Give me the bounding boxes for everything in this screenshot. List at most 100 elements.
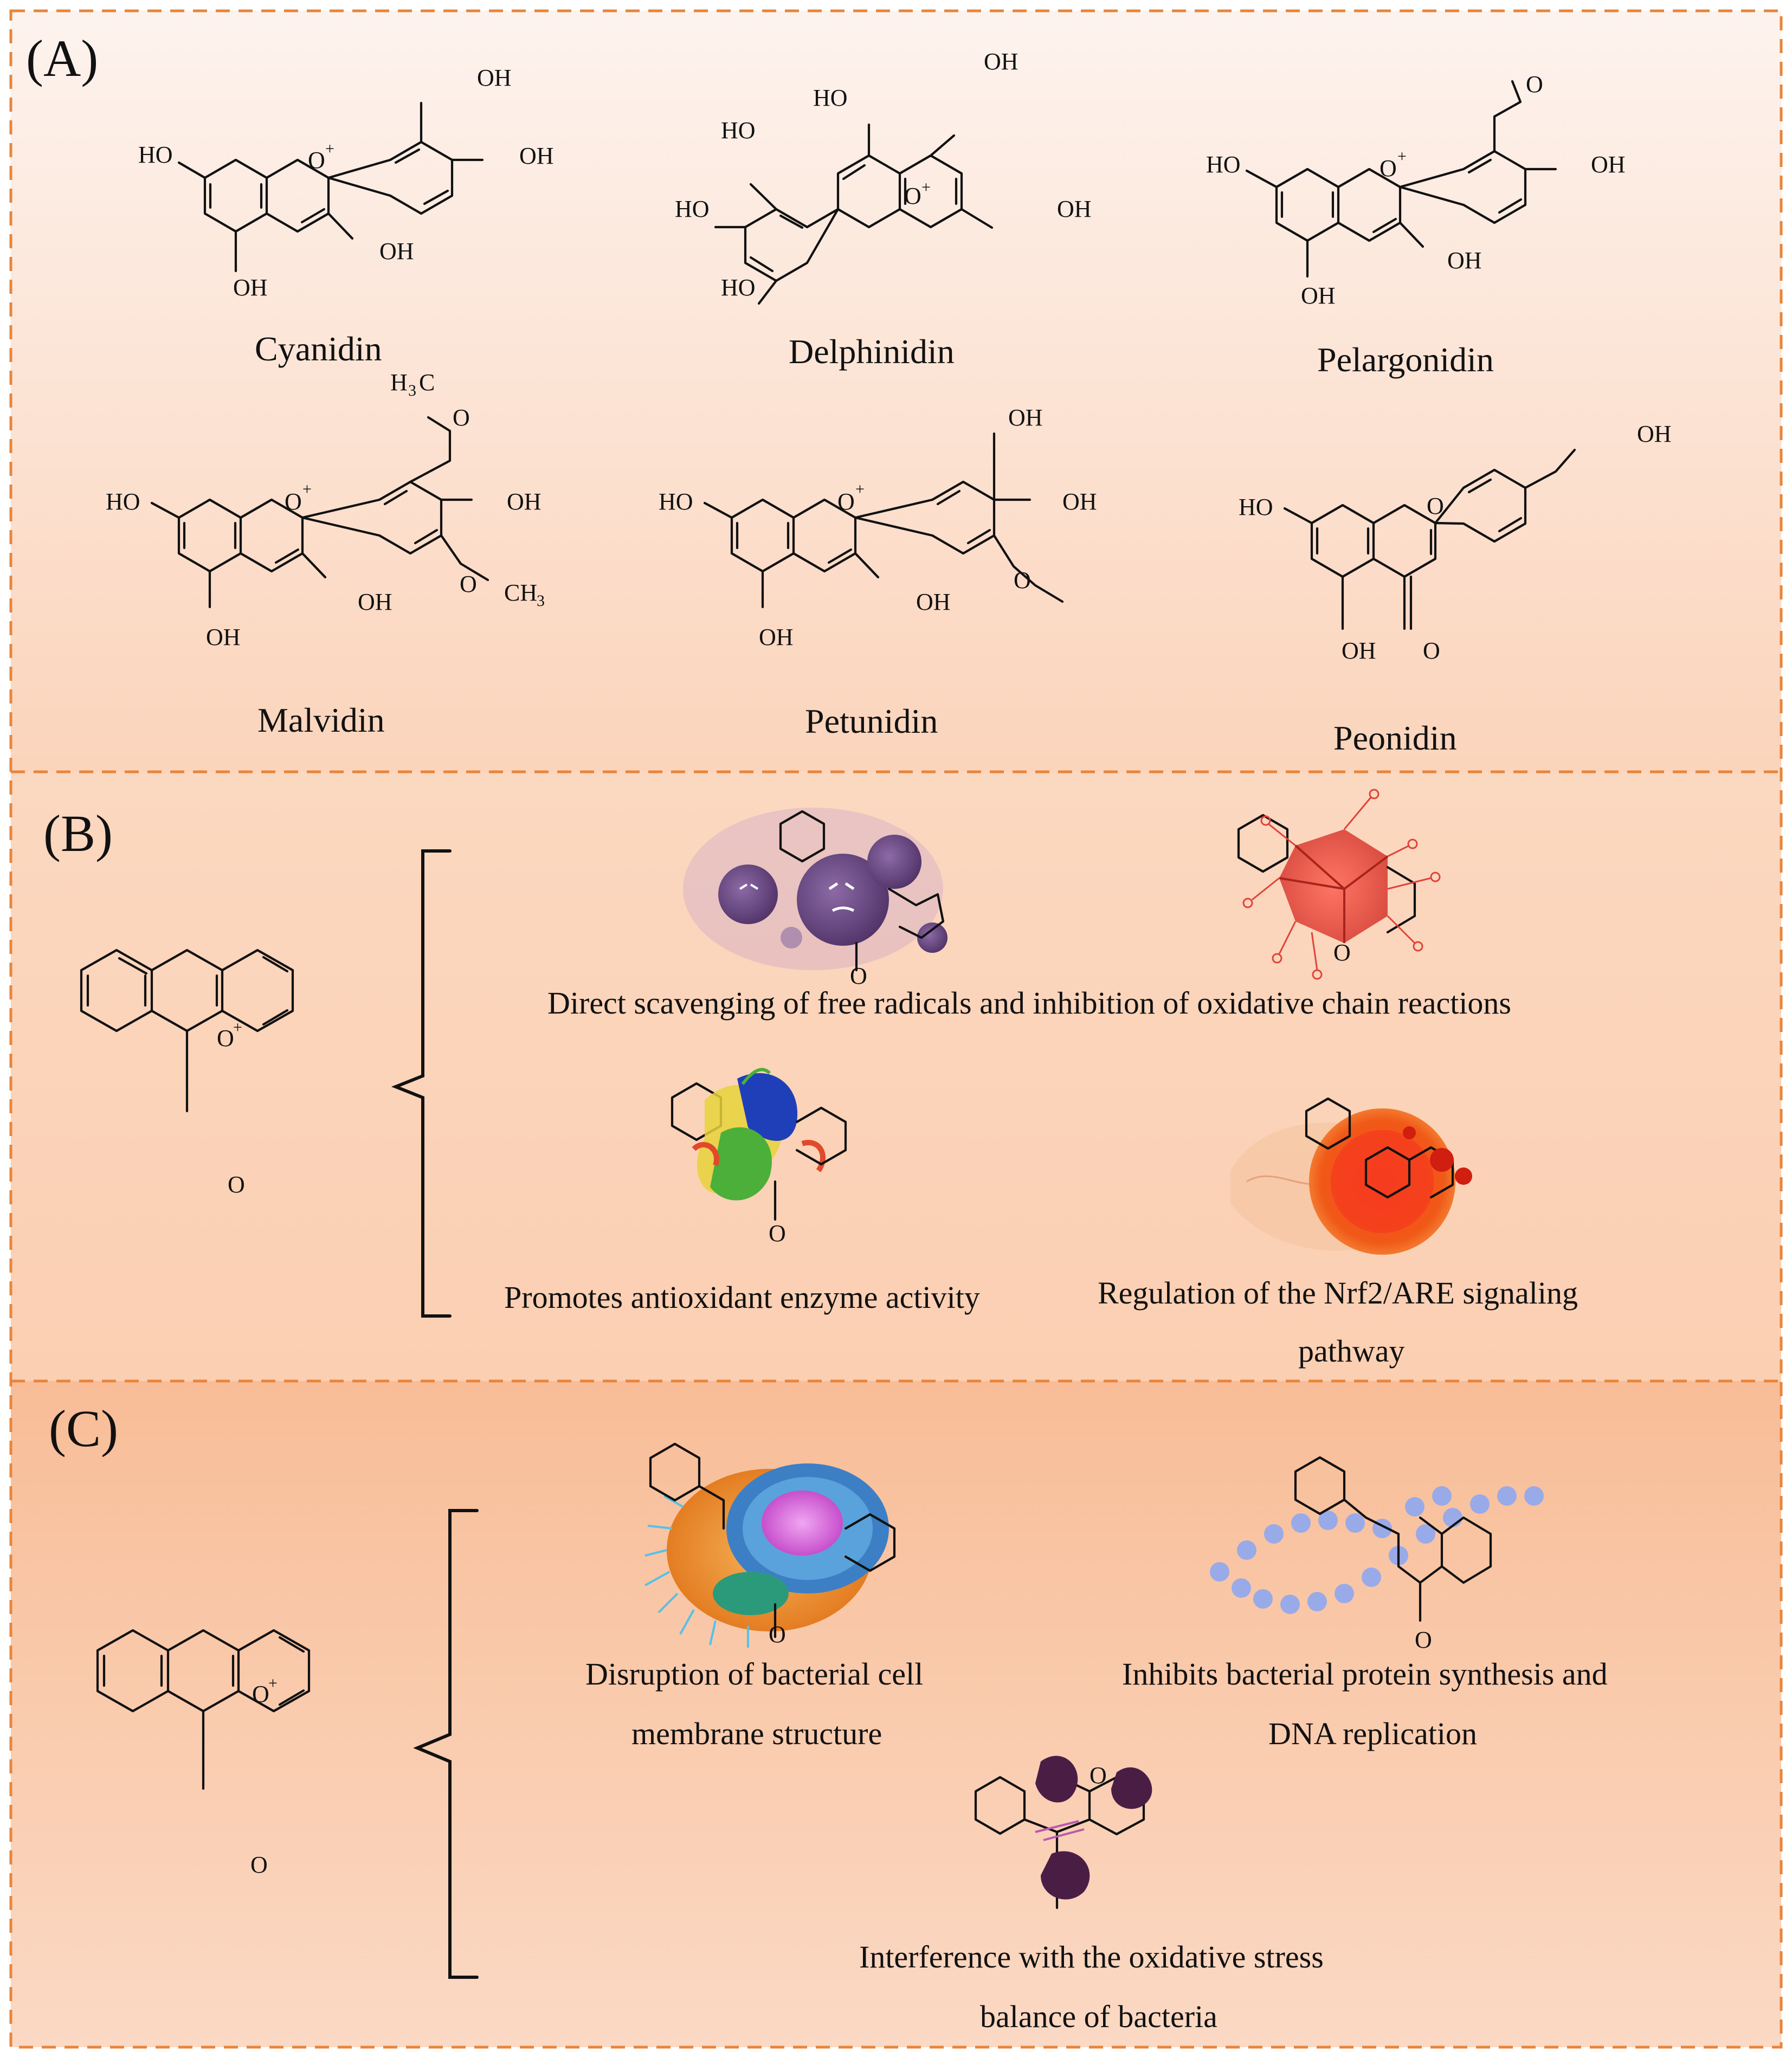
malvidin-atom-9: OH [358,589,392,615]
panel-c-background [11,1381,1781,2047]
peonidin-structure: OH HO O OH O [1239,421,1672,664]
caption-nrf2-line2: pathway [1298,1333,1405,1369]
delphinidin-atom-3: HO [721,117,756,144]
cyanidin-name: Cyanidin [255,330,382,368]
peonidin-atom-3: O [1427,493,1444,519]
pelargonidin-atom-1: O [1526,71,1543,98]
cyanidin-atom-6: OH [477,64,512,91]
caption-membrane-line1: Disruption of bacterial cell [585,1656,923,1692]
malvidin-atom-1: H [390,369,408,396]
core-c-atom-2: + [268,1674,278,1692]
panel-c-letter: (C) [49,1399,118,1457]
bracket-b [391,849,452,1318]
radicals-ring-o: O [850,963,867,989]
peonidin-atom-2: HO [1239,494,1273,520]
nrf2-are-illustration [1230,1097,1472,1255]
caption-protein-line2: DNA replication [1268,1716,1477,1751]
malvidin-atom-6: O [285,488,302,515]
pelargonidin-atom-4: + [1397,147,1407,165]
malvidin-atom-8: OH [507,488,542,515]
core-b-atom-3: O [228,1171,245,1198]
cyanidin-atom-1: HO [138,141,173,168]
delphinidin-name: Delphinidin [789,332,955,371]
cyanidin-atom-7: OH [519,143,554,169]
caption-nrf2-line1: Regulation of the Nrf2/ARE signaling [1098,1275,1578,1311]
core-c-atom-1: O [252,1681,269,1707]
delphinidin-atom-8: OH [1057,196,1092,222]
cyanidin-atom-5: OH [233,274,268,301]
petunidin-atom-6: OH [916,589,951,615]
panel-a-letter: (A) [26,29,98,87]
peonidin-atom-4: OH [1342,637,1376,664]
caption-protein-line1: Inhibits bacterial protein synthesis and [1122,1656,1608,1692]
malvidin-atom-5: HO [106,488,140,515]
pelargonidin-name: Pelargonidin [1317,340,1494,379]
petunidin-atom-4: + [855,480,865,498]
cyanidin-atom-2: O [308,147,325,173]
cyanidin-atom-4: OH [379,238,414,264]
malvidin-atom-2: 3 [408,382,416,399]
core-b-atom-2: + [233,1018,242,1036]
petunidin-name: Petunidin [805,702,938,740]
caption-enzyme: Promotes antioxidant enzyme activity [504,1280,980,1315]
cell-ring-o: O [769,1621,786,1648]
delphinidin-atom-7: + [921,178,931,196]
pelargonidin-atom-5: OH [1591,151,1626,178]
caption-membrane-line2: membrane structure [631,1716,882,1751]
petunidin-structure: OH HO O + OH OH OH O [659,404,1097,650]
malvidin-name: Malvidin [257,701,385,739]
delphinidin-atom-5: HO [721,274,756,301]
delphinidin-atom-4: HO [675,196,710,222]
malvidin-atom-10: OH [206,624,241,650]
pelargonidin-atom-6: OH [1447,247,1482,274]
flavylium-core-b: O + O [80,949,294,1198]
caption-radicals: Direct scavenging of free radicals and i… [547,985,1511,1021]
core-b-atom-1: O [217,1025,234,1051]
oxidative-stress-illustration [974,1756,1152,1909]
petunidin-atom-3: O [837,488,855,515]
peonidin-name: Peonidin [1333,719,1457,757]
panel-b-letter: (B) [43,804,113,862]
antioxidant-enzyme-illustration [671,1068,847,1221]
pelargonidin-atom-3: O [1380,155,1397,182]
malvidin-atom-7: + [302,480,312,498]
malvidin-structure: H 3 C O HO O + OH OH OH O CH 3 [106,369,545,650]
virus-radical-illustration [683,808,947,972]
outer-dashed-frame [9,9,1783,2049]
delphinidin-atom-2: HO [813,85,848,111]
malvidin-atom-3: C [419,369,435,396]
pelargonidin-structure: O HO O + OH OH OH [1206,71,1626,309]
bracket-c [413,1509,479,1979]
delphinidin-structure: OH HO HO HO HO O + OH [675,48,1092,305]
caption-stress-line2: balance of bacteria [980,1999,1217,2034]
petunidin-atom-1: OH [1008,404,1043,431]
enzyme-ring-o: O [769,1220,786,1247]
dna-inhibition-illustration [1210,1456,1544,1622]
cyanidin-atom-3: + [325,140,334,158]
polyhedron-ring-o: O [1333,939,1351,966]
pelargonidin-atom-2: HO [1206,151,1241,178]
dna-ring-o: O [1415,1627,1432,1653]
peonidin-atom-1: OH [1637,421,1672,447]
petunidin-atom-8: O [1014,567,1031,593]
stress-ring-o: O [1090,1762,1107,1789]
malvidin-atom-12: CH [504,579,537,606]
malvidin-atom-13: 3 [537,592,545,610]
pelargonidin-atom-7: OH [1301,282,1336,309]
malvidin-atom-11: O [460,571,477,597]
caption-stress-line1: Interference with the oxidative stress [859,1939,1324,1975]
core-c-atom-3: O [250,1851,268,1878]
radical-polyhedron-illustration [1237,789,1441,980]
delphinidin-atom-1: OH [984,48,1019,75]
peonidin-atom-5: O [1423,637,1440,664]
delphinidin-atom-6: O [904,183,921,209]
cyanidin-structure: HO O + OH OH OH OH [138,64,554,301]
malvidin-atom-4: O [453,404,470,431]
petunidin-atom-5: OH [1062,488,1097,515]
petunidin-atom-2: HO [659,488,693,515]
petunidin-atom-7: OH [759,624,794,650]
flavylium-core-c: O + O [96,1629,311,1878]
panel-a-background [11,11,1781,772]
